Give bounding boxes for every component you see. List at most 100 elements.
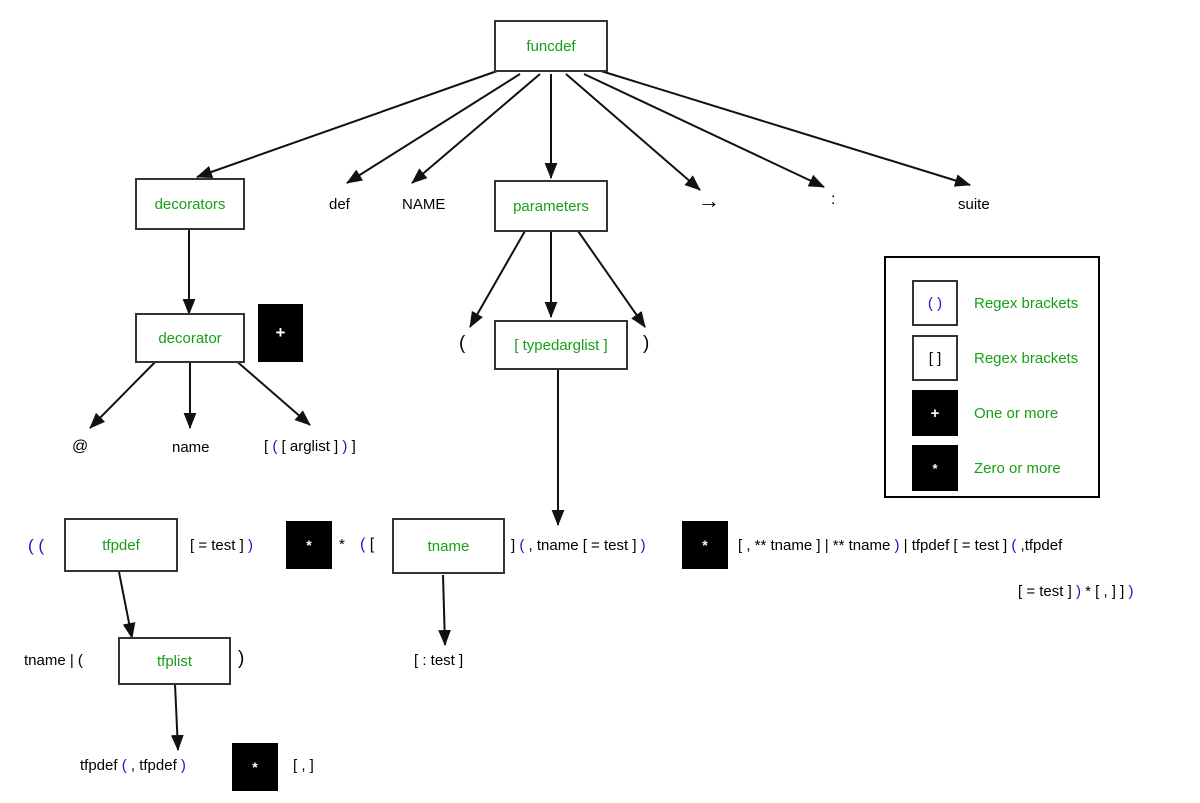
paren-open-1: (	[28, 536, 34, 555]
tname-rest-text: , tname [ = test ]	[528, 537, 637, 554]
terminal-suite: suite	[958, 196, 990, 213]
expr-decorator-arglist: [ ( [ arglist ] ) ]	[264, 438, 356, 455]
bracket-open: [	[264, 438, 269, 455]
bracket-close: ]	[511, 537, 516, 554]
legend-item-zero-or-more: * Zero or more	[912, 445, 1061, 491]
legend-symbol: +	[930, 404, 940, 422]
expr-tfpdef-suffix: [ = test ] )	[190, 537, 253, 554]
bracket-open: [	[369, 536, 375, 553]
star-swatch-icon: *	[912, 445, 958, 491]
legend-item-brackets: [ ] Regex brackets	[912, 335, 1078, 381]
plus-icon: +	[275, 323, 286, 342]
paren-open-icon: (	[459, 333, 466, 354]
legend-label: Regex brackets	[974, 349, 1079, 367]
at-icon: @	[72, 438, 89, 455]
expr-tail-line-2: [ = test ] ) * [ , ] ] )	[1018, 583, 1133, 600]
terminal-arrow: →	[698, 188, 720, 214]
bracket-close: ]	[334, 438, 339, 455]
node-tname[interactable]: tname	[392, 518, 505, 574]
tfpdef-text: tfpdef	[80, 757, 118, 774]
terminal-colon-text: :	[831, 191, 836, 208]
paren-open: (	[1011, 537, 1017, 554]
node-funcdef-label: funcdef	[526, 37, 576, 55]
arrow-icon: →	[698, 188, 720, 213]
paren-close: )	[894, 537, 900, 554]
paren-close: )	[247, 537, 253, 554]
paren-open: (	[360, 536, 366, 553]
node-decorators-label: decorators	[154, 195, 226, 213]
node-tname-label: tname	[427, 537, 470, 555]
paren-close-2: )	[1128, 583, 1134, 600]
node-typedarglist-label: [ typedarglist ]	[514, 336, 608, 354]
expr-tfplist-suffix: )	[238, 648, 244, 670]
tail2-part1: [ = test ]	[1018, 583, 1072, 600]
node-decorator-label: decorator	[158, 329, 222, 347]
legend-symbol: *	[932, 460, 938, 476]
arglist-text: arglist	[289, 438, 330, 455]
tail1-part3: ,tfpdef	[1020, 537, 1063, 554]
tail2-part2: * [ , ] ]	[1085, 583, 1125, 600]
expr-tfplist-prefix: tname | (	[24, 652, 83, 669]
terminal-colon: :	[831, 191, 835, 209]
terminal-at: @	[72, 438, 88, 456]
terminal-paren-close-params: )	[643, 333, 649, 355]
node-decorators[interactable]: decorators	[135, 178, 245, 230]
paren-close: )	[640, 537, 646, 554]
paren-close: )	[1075, 583, 1081, 600]
paren-close: )	[180, 757, 186, 774]
legend-label: Regex brackets	[974, 294, 1079, 312]
quantifier-star-tname: *	[682, 521, 728, 569]
node-tfpdef[interactable]: tfpdef	[64, 518, 178, 572]
star-text: *	[339, 536, 345, 553]
terminal-def: def	[329, 196, 350, 213]
legend-label: Zero or more	[974, 459, 1061, 477]
bracket-swatch-icon: [ ]	[912, 335, 958, 381]
terminal-paren-open-params: (	[459, 333, 465, 355]
legend-panel: ( ) Regex brackets [ ] Regex brackets + …	[884, 256, 1100, 498]
terminal-suite-text: suite	[958, 196, 990, 213]
tname-child-text: [ : test ]	[414, 652, 464, 669]
terminal-def-text: def	[329, 196, 350, 213]
expr-tfplist-child: tfpdef ( , tfpdef )	[80, 757, 186, 774]
tail1-part2: | tfpdef [ = test ]	[903, 537, 1008, 554]
tail1-part1: [ , ** tname ] | ** tname	[738, 537, 891, 554]
node-typedarglist[interactable]: [ typedarglist ]	[494, 320, 628, 370]
expr-tname-suffix: ] ( , tname [ = test ] )	[511, 537, 646, 554]
expr-tfplist-child-tail: [ , ]	[293, 757, 314, 774]
paren-close-icon: )	[643, 333, 650, 354]
terminal-name-text: name	[172, 439, 210, 456]
expr-tname-child: [ : test ]	[414, 652, 463, 669]
terminal-name: name	[172, 439, 210, 456]
legend-symbol: ( )	[927, 294, 943, 312]
plus-swatch-icon: +	[912, 390, 958, 436]
node-decorator[interactable]: decorator	[135, 313, 245, 363]
quantifier-star-tfpdef: *	[286, 521, 332, 569]
comma-tfpdef-text: , tfpdef	[130, 757, 177, 774]
quantifier-star-tfplist: *	[232, 743, 278, 791]
node-parameters[interactable]: parameters	[494, 180, 608, 232]
paren-swatch-icon: ( )	[912, 280, 958, 326]
node-funcdef[interactable]: funcdef	[494, 20, 608, 72]
opt-test-text: [ = test ]	[190, 537, 244, 554]
legend-symbol: [ ]	[928, 349, 942, 367]
paren-close: )	[342, 438, 348, 455]
terminal-name-token: NAME	[402, 196, 445, 213]
star-icon: *	[306, 537, 312, 553]
terminal-name-token-text: NAME	[402, 196, 446, 213]
node-parameters-label: parameters	[513, 197, 589, 215]
expr-tail-line-1: [ , ** tname ] | ** tname ) | tfpdef [ =…	[738, 537, 1062, 554]
bracket-open-2: [	[281, 438, 286, 455]
paren-open-2: (	[38, 536, 45, 555]
expr-tname-prefix: ( [	[360, 536, 374, 554]
star-icon: *	[252, 759, 258, 775]
tfplist-prefix-text: tname | (	[24, 652, 83, 669]
paren-open: (	[519, 537, 525, 554]
paren-open: (	[121, 757, 127, 774]
legend-item-one-or-more: + One or more	[912, 390, 1058, 436]
expr-tfpdef-prefix: ( (	[28, 536, 44, 556]
node-tfplist[interactable]: tfplist	[118, 637, 231, 685]
expr-star-separator: *	[339, 536, 345, 553]
node-tfpdef-label: tfpdef	[102, 536, 140, 554]
tfplist-child-tail-text: [ , ]	[293, 757, 314, 774]
